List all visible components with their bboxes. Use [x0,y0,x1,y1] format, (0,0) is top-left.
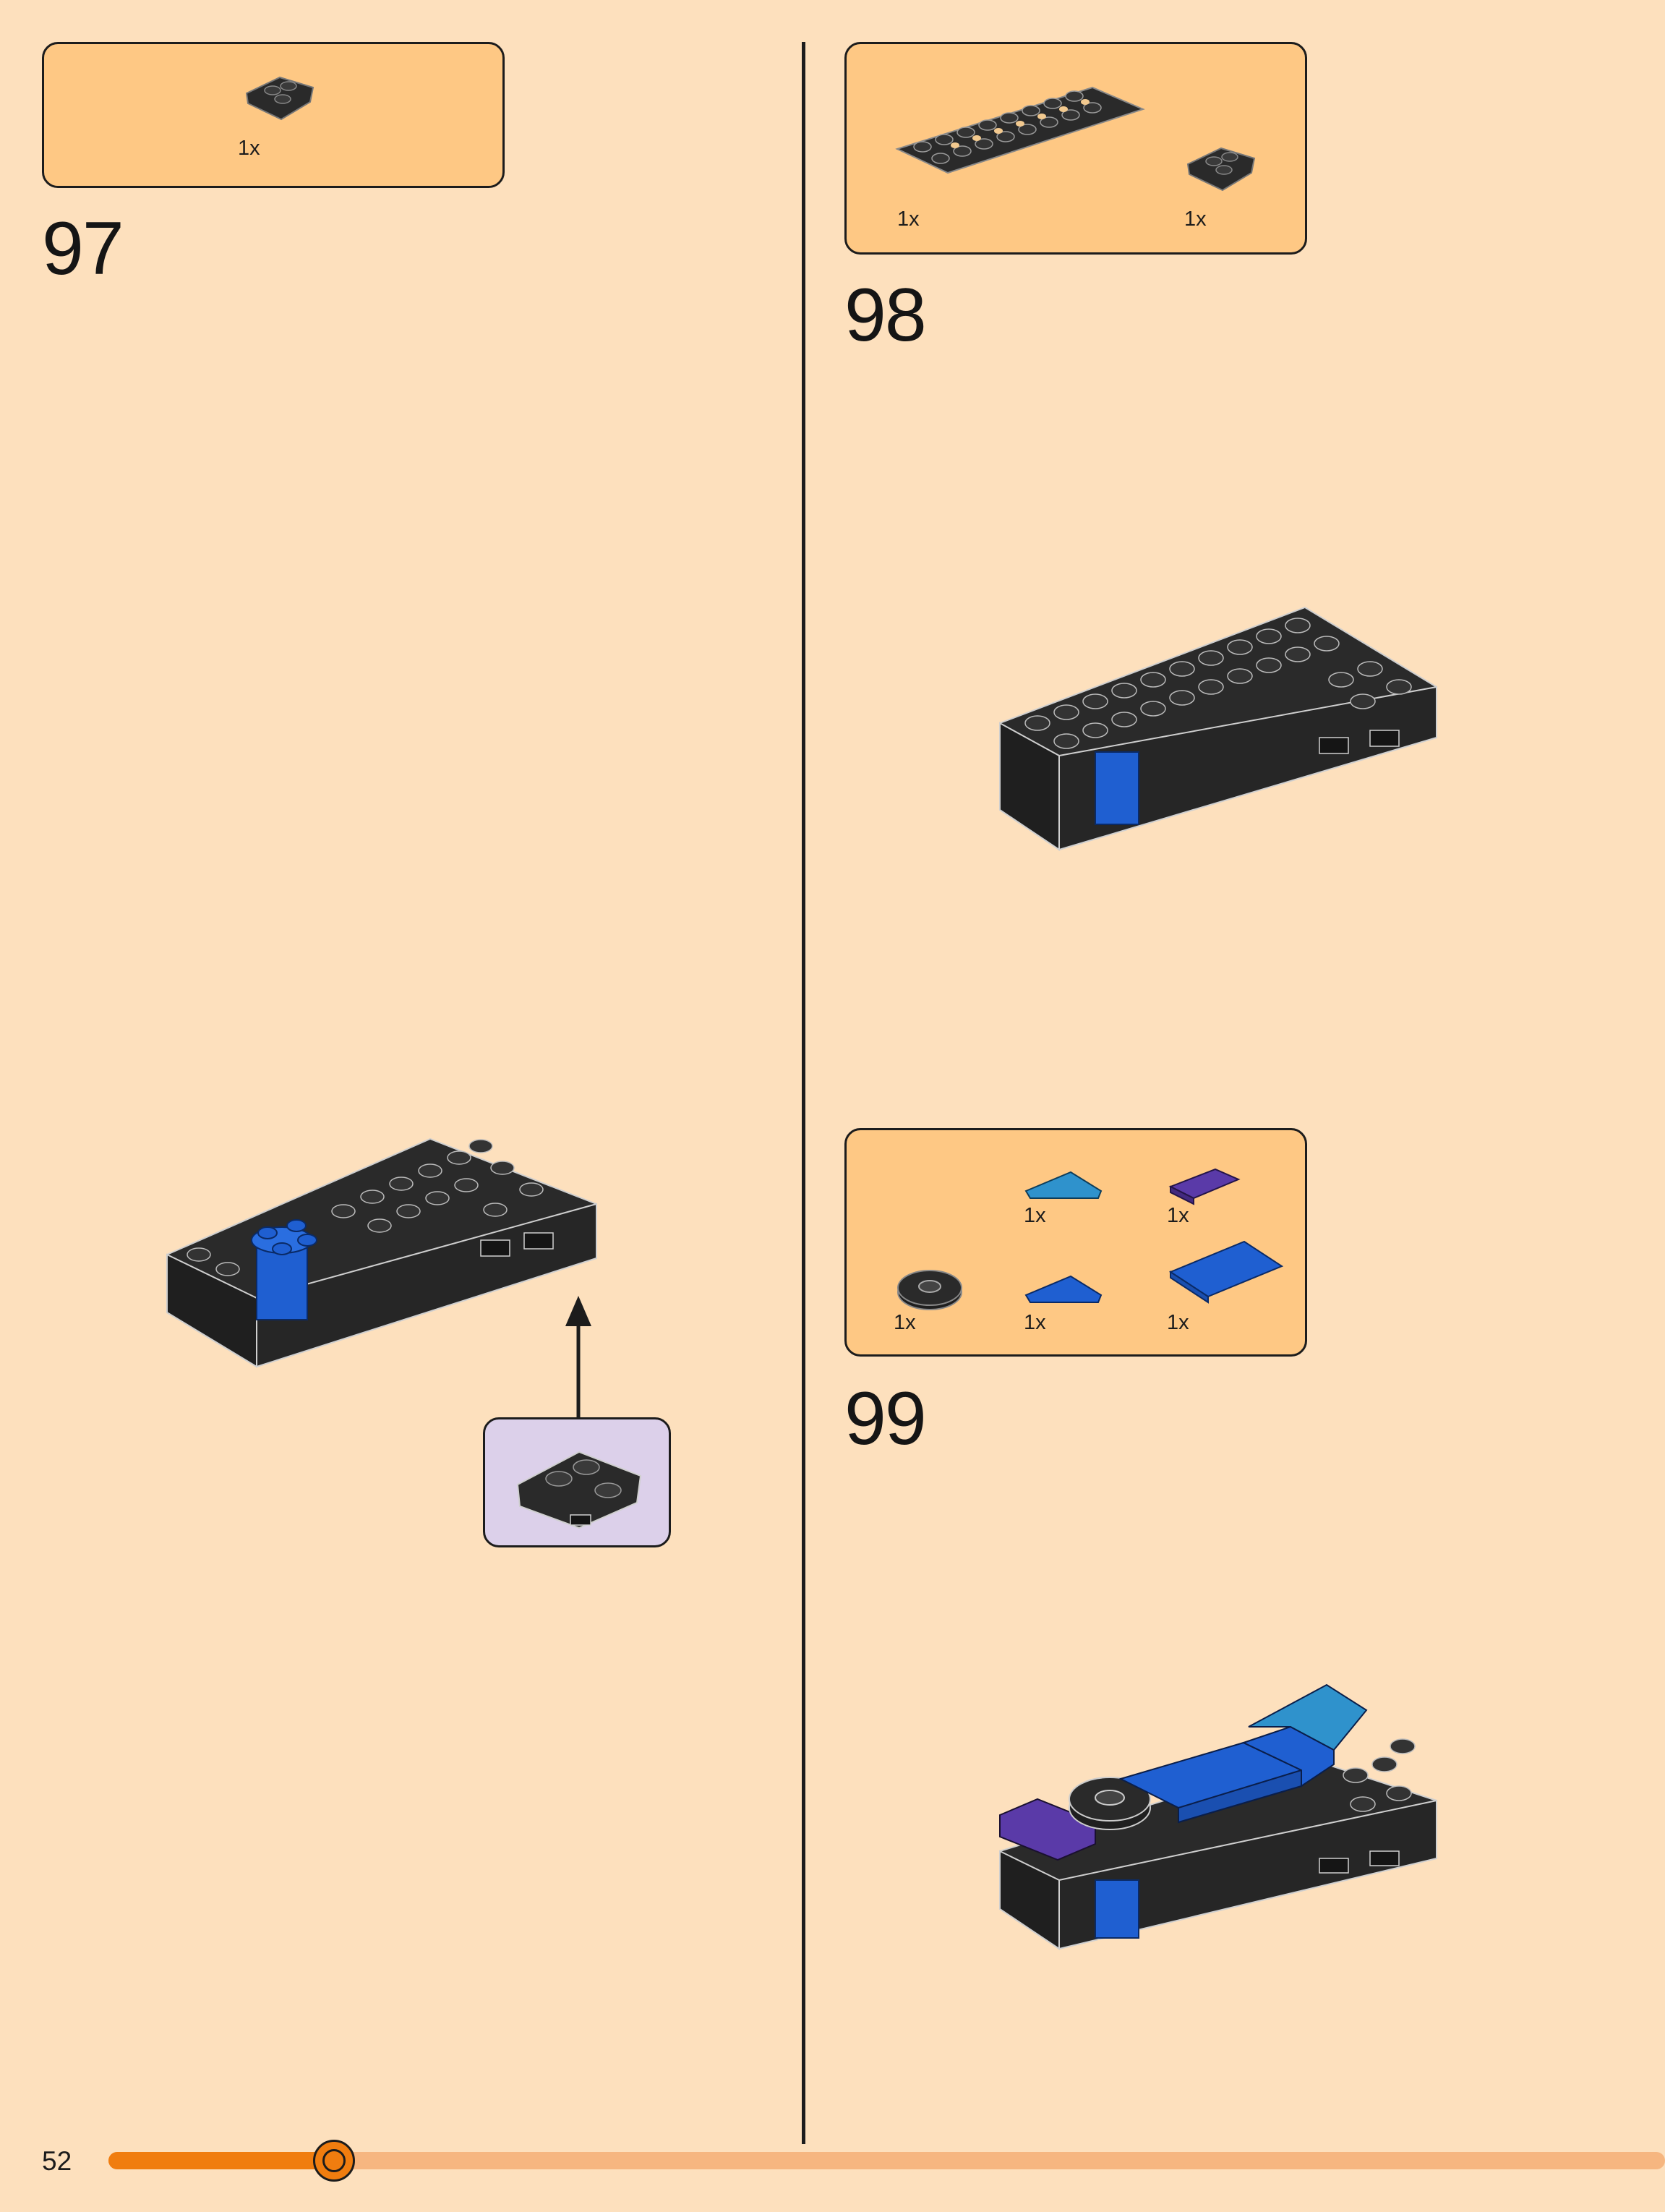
step-97-assembly-image [166,1137,597,1368]
wedge-plate-2x2-black-icon [1186,147,1256,192]
step-number-97: 97 [42,207,124,291]
progress-fill [108,2152,335,2169]
parts-box-step-97: 1x [42,42,505,188]
progress-marker [313,2140,356,2182]
step-number-98: 98 [844,273,927,357]
parts-box-step-99: 1x 1x 1x 1x 1x [844,1128,1307,1357]
step-99-assembly-image [999,1683,1437,1950]
part-qty: 1x [1167,1311,1189,1334]
round-plate-2x2-black-icon [897,1270,962,1310]
tile-1x2-purple-icon [1168,1168,1241,1205]
step-98-assembly-image [999,606,1437,851]
technic-plate-2x8-black-icon [895,86,1145,174]
part-qty: 1x [1024,1204,1046,1227]
column-divider [802,42,805,2144]
placement-arrow [565,1296,591,1419]
part-qty: 1x [894,1311,916,1334]
part-qty: 1x [1024,1311,1046,1334]
progress-track [108,2152,1665,2169]
page-number: 52 [42,2146,72,2176]
callout-box-step-97 [483,1417,671,1547]
part-qty: 1x [897,208,920,231]
wedge-plate-2x2-black-icon [516,1451,642,1529]
parts-box-step-98: 1x 1x [844,42,1307,255]
tile-triangle-azure-icon [1024,1171,1103,1199]
tile-triangle-blue-icon [1024,1275,1103,1303]
part-qty: 1x [1184,208,1207,231]
tile-2x4-blue-icon [1168,1240,1284,1304]
step-number-99: 99 [844,1377,927,1461]
wedge-plate-2x2-black-icon [245,76,314,121]
part-qty: 1x [1167,1204,1189,1227]
part-qty: 1x [238,137,260,160]
